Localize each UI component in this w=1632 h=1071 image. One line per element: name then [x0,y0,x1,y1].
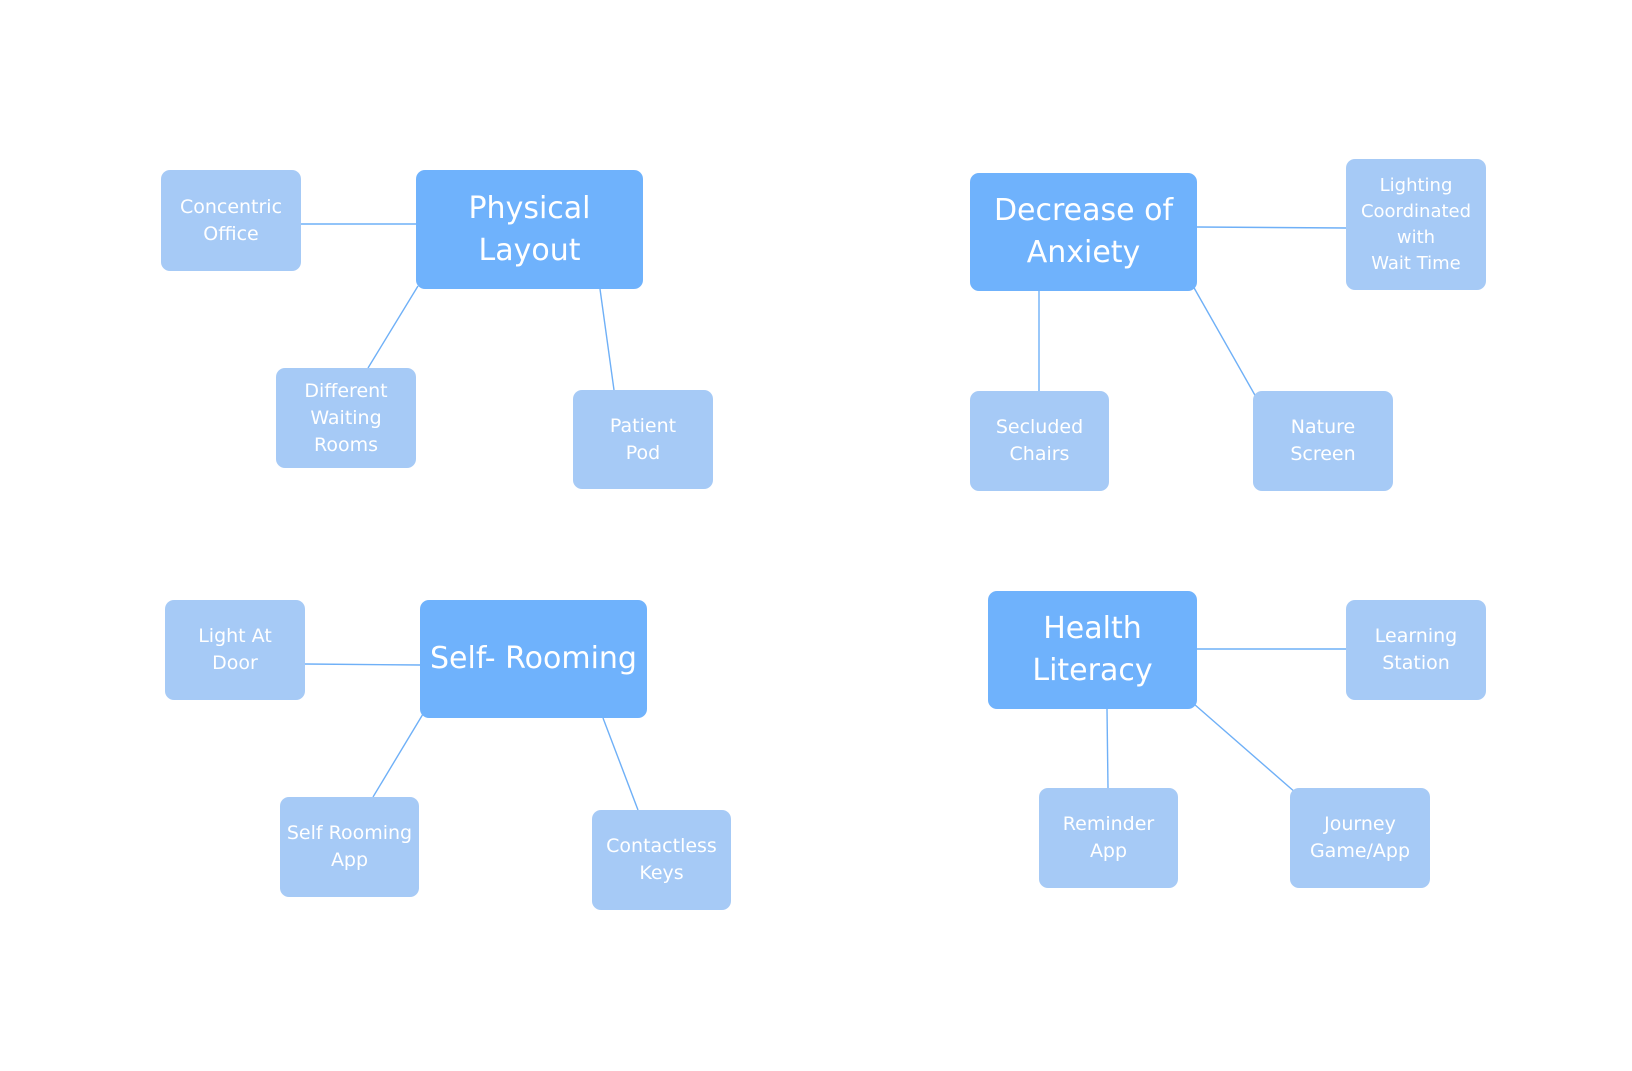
connector-physical-layout-different-waiting-rooms [367,285,419,369]
node-learning-station[interactable]: Learning Station [1346,600,1486,700]
connector-health-literacy-reminder-app [1106,708,1109,789]
node-reminder-app[interactable]: Reminder App [1039,788,1178,888]
connector-self-rooming-light-at-door [304,663,421,666]
node-self-rooming-app[interactable]: Self Rooming App [280,797,419,897]
node-decrease-of-anxiety[interactable]: Decrease of Anxiety [970,173,1197,291]
node-contactless-keys[interactable]: Contactless Keys [592,810,731,910]
connector-self-rooming-self-rooming-app [372,713,424,798]
node-secluded-chairs[interactable]: Secluded Chairs [970,391,1109,491]
node-self-rooming[interactable]: Self- Rooming [420,600,647,718]
node-physical-layout[interactable]: Physical Layout [416,170,643,289]
node-lighting-coordinated-with-wait-time[interactable]: Lighting Coordinated with Wait Time [1346,159,1486,290]
node-patient-pod[interactable]: Patient Pod [573,390,713,489]
node-nature-screen[interactable]: Nature Screen [1253,391,1393,491]
node-journey-game-app[interactable]: Journey Game/App [1290,788,1430,888]
node-health-literacy[interactable]: Health Literacy [988,591,1197,709]
node-different-waiting-rooms[interactable]: Different Waiting Rooms [276,368,416,468]
connector-decrease-of-anxiety-lighting [1196,226,1347,229]
connector-physical-layout-patient-pod [599,288,615,391]
connector-self-rooming-contactless-keys [602,717,639,811]
connector-health-literacy-journey-game-app [1193,703,1297,794]
node-concentric-office[interactable]: Concentric Office [161,170,301,271]
node-light-at-door[interactable]: Light At Door [165,600,305,700]
connector-decrease-of-anxiety-nature-screen [1192,285,1257,398]
